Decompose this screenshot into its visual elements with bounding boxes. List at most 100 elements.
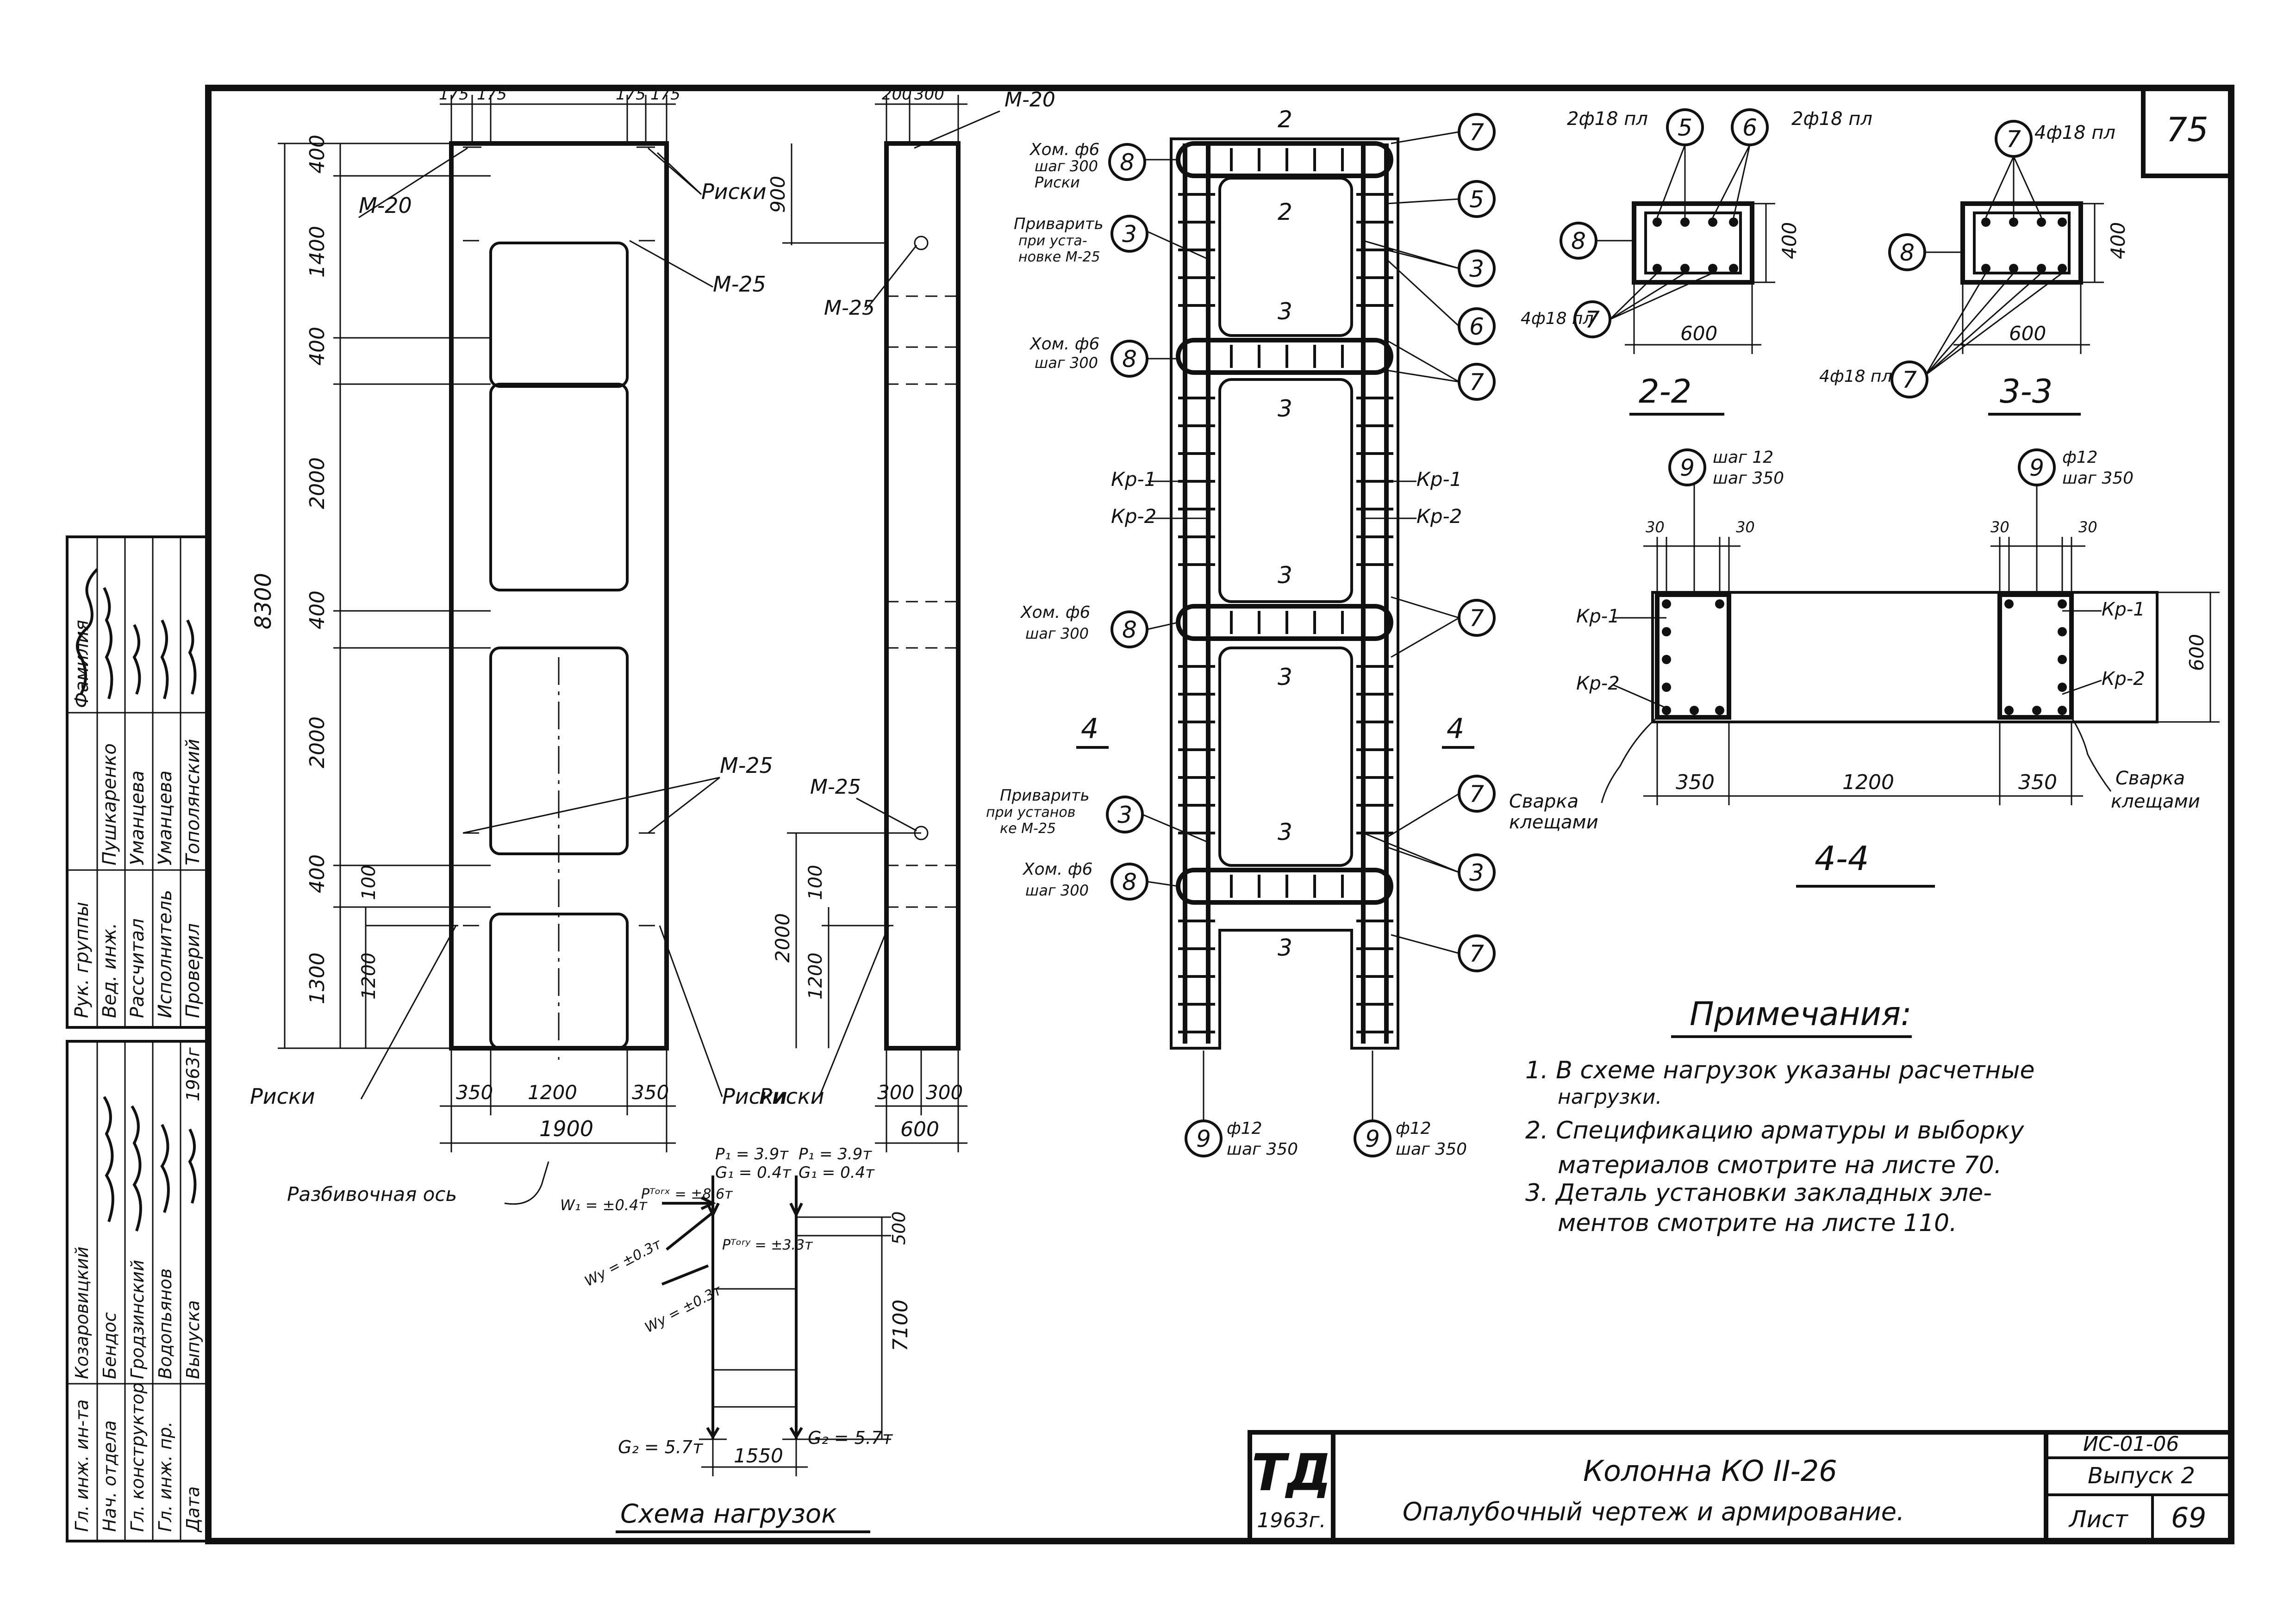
stamp-bottom: Гл. инж. ин-та Нач. отдела Гл. конструкт… bbox=[66, 1040, 210, 1542]
sec22-mark-6: 6 bbox=[1742, 114, 1757, 141]
cage-label-right-2: Кр-2 bbox=[1416, 505, 1462, 528]
sec44-bottom-dim-1: 350 bbox=[1676, 771, 1715, 794]
sec44-weld-left-2: клещами bbox=[1509, 812, 1598, 833]
left-marks: 8 3 8 8 3 8 bbox=[1106, 143, 1209, 901]
sec44-mark-right-note2: шаг 350 bbox=[2062, 469, 2134, 488]
stamp-bottom-name-5: Выпуска bbox=[183, 1300, 203, 1379]
column-outline bbox=[449, 141, 669, 1051]
right-mark-5: 7 bbox=[1469, 369, 1484, 396]
stamp-bottom-name-1: Козаровицкий bbox=[72, 1247, 92, 1379]
bottom-mark-1: 9 bbox=[1196, 1126, 1211, 1152]
load-dim-500: 500 bbox=[889, 1211, 909, 1245]
left-note-4b: шаг 300 bbox=[1025, 625, 1089, 642]
sec44-cage-right-1: Кр-1 bbox=[2102, 599, 2145, 620]
section-mark-5: 3 bbox=[1278, 562, 1292, 589]
sec44-weld-right-1: Сварка bbox=[2115, 768, 2185, 789]
bottom-mark-2-note2: шаг 350 bbox=[1396, 1140, 1467, 1159]
title-org: ТД bbox=[1251, 1443, 1331, 1502]
left-mark-2: 3 bbox=[1122, 221, 1137, 248]
stamp-top-role-3: Рассчитал bbox=[127, 918, 148, 1018]
sec33-mark-7-top: 7 bbox=[2006, 126, 2021, 153]
sec44-small-dim-3: 30 bbox=[1990, 518, 2009, 536]
note-line-4: материалов смотрите на листе 70. bbox=[1558, 1151, 2002, 1179]
title-sheet-label: Лист bbox=[2068, 1506, 2129, 1533]
load-title: Схема нагрузок bbox=[620, 1499, 837, 1529]
sec44-mark-left: 9 bbox=[1680, 454, 1695, 481]
bottom-mark-2-note1: ф12 bbox=[1396, 1119, 1431, 1138]
cage-label-left-1: Кр-1 bbox=[1111, 468, 1156, 491]
left-note-4a: Хом. ф6 bbox=[1020, 603, 1090, 622]
front-label-m25-top: М-25 bbox=[713, 272, 766, 297]
cut-mark-right: 4 bbox=[1447, 713, 1464, 745]
front-label-axis: Разбивочная ось bbox=[287, 1183, 457, 1206]
sec33-outline bbox=[1960, 201, 2083, 285]
sec22-height: 400 bbox=[1778, 222, 1801, 259]
side-label-m20: М-20 bbox=[1004, 88, 1055, 112]
right-mark-3: 3 bbox=[1469, 255, 1484, 282]
front-bottom-dim-2: 1200 bbox=[528, 1081, 577, 1104]
right-mark-1: 7 bbox=[1469, 119, 1484, 146]
sec44-mark-right: 9 bbox=[2029, 454, 2044, 481]
stamp-bottom-name-2: Бендос bbox=[100, 1312, 120, 1379]
load-scheme: P₁ = 3.9т G₁ = 0.4т P₁ = 3.9т G₁ = 0.4т … bbox=[560, 1145, 912, 1533]
cage-label-right-1: Кр-1 bbox=[1416, 468, 1462, 491]
sec44-mark-left-note1: шаг 12 bbox=[1713, 448, 1773, 467]
load-g2-right: G₂ = 5.7т bbox=[808, 1428, 893, 1448]
title-issue: Выпуск 2 bbox=[2088, 1463, 2195, 1489]
stamp-top-name-2: Уманцева bbox=[127, 771, 148, 865]
section-4-4: 9 шаг 12 шаг 350 9 ф12 шаг 350 30 30 30 … bbox=[1509, 448, 2220, 888]
right-mark-8: 3 bbox=[1469, 859, 1484, 886]
right-mark-4: 6 bbox=[1469, 313, 1484, 340]
bottom-mark-2: 9 bbox=[1365, 1126, 1380, 1152]
left-mark-4: 8 bbox=[1122, 616, 1137, 643]
sec22-bottom-left: 4ф18 пл bbox=[1521, 309, 1593, 328]
section-mark-7: 3 bbox=[1278, 819, 1292, 846]
sec44-bottom-dim-3: 350 bbox=[2018, 771, 2057, 794]
front-view: 400 1400 400 2000 400 2000 400 1300 100 … bbox=[250, 85, 787, 1206]
sec22-top-right: 2ф18 пл bbox=[1791, 108, 1872, 130]
left-mark-3: 8 bbox=[1122, 346, 1137, 373]
section-3-3: 7 4ф18 пл 8 7 4ф18 пл 600 400 3-3 bbox=[1819, 120, 2129, 416]
front-total-width: 1900 bbox=[539, 1116, 593, 1141]
sec33-height: 400 bbox=[2107, 222, 2129, 259]
stamp-bottom-role-4: Гл. инж. пр. bbox=[155, 1421, 175, 1532]
load-p1-right: P₁ = 3.9т bbox=[799, 1145, 872, 1163]
title-sheet-no: 69 bbox=[2171, 1502, 2206, 1534]
stamp-bottom-role-3: Гл. конструктор bbox=[127, 1382, 148, 1532]
signature-5 bbox=[186, 619, 197, 695]
sec44-title: 4-4 bbox=[1815, 839, 1869, 878]
front-dim-left-4: 2000 bbox=[306, 457, 329, 509]
opening-1 bbox=[489, 242, 629, 388]
title-block: ТД 1963г. Колонна КО II-26 Опалубочный ч… bbox=[1248, 1430, 2234, 1543]
left-note-5b: при установ bbox=[986, 804, 1075, 821]
stamp-bottom-name-4: Водопьянов bbox=[155, 1269, 175, 1379]
notes-heading: Примечания: bbox=[1690, 995, 1912, 1033]
side-bottom-dim-2: 300 bbox=[926, 1081, 963, 1104]
section-mark-2: 2 bbox=[1278, 199, 1292, 225]
stamp-top-name-1: Пушкаренко bbox=[99, 743, 120, 865]
sec44-cage-right-2: Кр-2 bbox=[2102, 668, 2145, 690]
front-bottom-dim-1: 350 bbox=[456, 1081, 493, 1104]
sec44-bottom-dim-2: 1200 bbox=[1842, 771, 1894, 794]
sec44-small-dim-2: 30 bbox=[1736, 518, 1755, 536]
side-dim-inner-1: 100 bbox=[805, 865, 826, 900]
note-line-6: ментов смотрите на листе 110. bbox=[1558, 1209, 1957, 1237]
load-wy-1: Wy = ±0.3т bbox=[582, 1236, 664, 1290]
stamp-bottom-role-1: Гл. инж. ин-та bbox=[72, 1399, 92, 1532]
title-line-2: Опалубочный чертеж и армирование. bbox=[1403, 1497, 1904, 1526]
sec44-outline bbox=[1651, 591, 2159, 723]
load-w1: W₁ = ±0.4т bbox=[560, 1196, 648, 1214]
side-dim-900: 900 bbox=[767, 176, 789, 213]
front-top-dim-2: 175 bbox=[477, 85, 507, 104]
section-mark-6: 3 bbox=[1278, 664, 1292, 690]
left-note-1b: шаг 300 bbox=[1035, 157, 1098, 175]
sec33-mark-7-bottom: 7 bbox=[1902, 367, 1917, 393]
left-note-1a: Хом. ф6 bbox=[1029, 140, 1099, 159]
stamp-top-role-5: Проверил bbox=[182, 923, 204, 1018]
front-label-riski-br: Риски bbox=[722, 1084, 787, 1109]
front-label-riski-top: Риски bbox=[701, 179, 767, 204]
sec33-top-right: 4ф18 пл bbox=[2034, 122, 2115, 143]
sec44-cage-left-2: Кр-2 bbox=[1576, 673, 1620, 694]
front-label-m20: М-20 bbox=[359, 193, 412, 218]
stamp-top-role-1: Рук. группы bbox=[71, 902, 93, 1018]
